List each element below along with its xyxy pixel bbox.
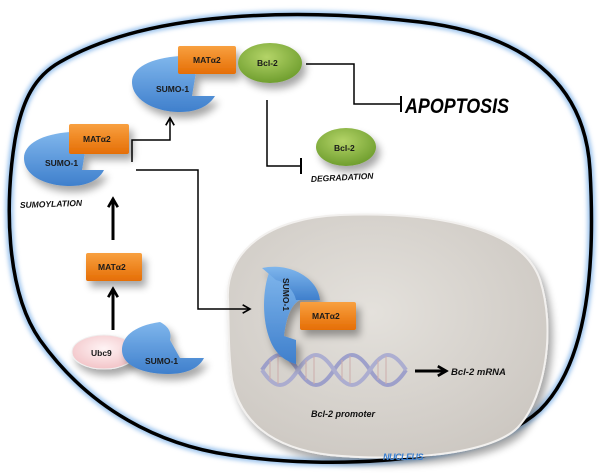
mat-label-free: MATα2 [98, 262, 126, 272]
bcl2-shape [238, 43, 302, 83]
edge-inhibit-degradation [266, 100, 300, 167]
complex-nuclear [262, 266, 356, 364]
mat-label-mid: MATα2 [83, 134, 111, 144]
bcl2-label-free: Bcl-2 [334, 143, 355, 153]
sumoylation-label: SUMOYLATION [20, 198, 83, 210]
nucleus-label: NUCLEUS [383, 452, 423, 462]
edge-inhibit-apoptosis [306, 63, 400, 105]
bcl2-free [316, 128, 376, 166]
edge-to-bcl2-complex [131, 116, 175, 162]
edges [113, 63, 445, 371]
degradation-label: DEGRADATION [311, 171, 375, 184]
mat-label-top: MATα2 [193, 55, 221, 65]
sumo-free [122, 322, 204, 374]
sumo-label-top: SUMO-1 [156, 84, 189, 94]
mat-free [86, 253, 142, 281]
sumo-label-free: SUMO-1 [145, 356, 178, 366]
sumo-label-nuclear: SUMO-1 [281, 278, 291, 311]
sumo-label-mid: SUMO-1 [45, 158, 78, 168]
sumo-shape [132, 56, 215, 112]
mat-shape [178, 46, 236, 74]
apoptosis-label: APOPTOSIS [404, 95, 509, 118]
ubc9-label: Ubc9 [91, 348, 112, 358]
bcl2-label-top: Bcl-2 [257, 58, 278, 68]
mrna-label: Bcl-2 mRNA [451, 367, 506, 378]
nucleus [226, 213, 549, 459]
mat-label-nuclear: MATα2 [312, 311, 340, 321]
complex-sumo-mat [24, 124, 129, 186]
promoter-label: Bcl-2 promoter [311, 409, 376, 419]
edge-to-nucleus [136, 169, 252, 314]
complex-sumo-mat-bcl2 [132, 43, 302, 112]
